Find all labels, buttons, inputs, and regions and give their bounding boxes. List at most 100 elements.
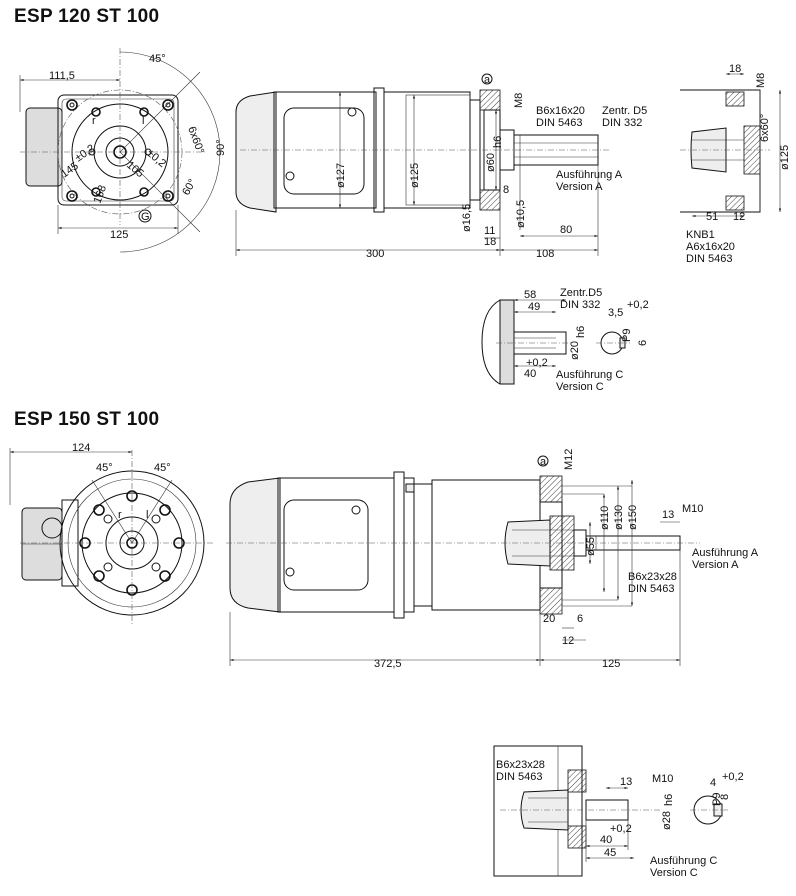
esp150-front-view: [9, 448, 215, 625]
esp150-mark-r: r: [118, 509, 122, 521]
esp120-dim-d10-5: ø10,5: [515, 200, 527, 228]
esp120-holes: 6x60°: [185, 125, 206, 156]
esp150-dim-13: 13: [662, 509, 674, 521]
vc120-dim-h6: h6: [575, 326, 587, 338]
knb-holes: 6x60°: [759, 114, 771, 142]
esp120-dim-108: 108: [536, 248, 554, 260]
esp120-angle-45: 45°: [149, 53, 166, 65]
esp150-dim-6: 6: [577, 613, 583, 625]
esp150-key-2: DIN 5463: [628, 583, 674, 595]
vc150-ausf-2: Version C: [650, 867, 698, 879]
esp150-dim-125: 125: [602, 658, 620, 670]
esp150-dim-124: 124: [72, 442, 90, 454]
vc150-dim-4: 4: [710, 777, 716, 789]
esp150-ausf-1: Ausführung A: [692, 547, 759, 559]
vc120-dim-d20: ø20: [569, 341, 581, 360]
vc120-zentr-1: Zentr.D5: [560, 287, 602, 299]
vc150-tol2: +0,2: [610, 823, 632, 835]
esp120-dim-125: 125: [110, 229, 128, 241]
esp150-dim-372-5: 372,5: [374, 658, 402, 670]
knb-label-2: A6x16x20: [686, 241, 735, 253]
esp120-dim-111-5: 111,5: [49, 70, 75, 82]
esp120-front-view: [19, 48, 221, 253]
vc150-dim-13: 13: [620, 776, 632, 788]
esp120-dim-168: 168: [92, 184, 110, 205]
esp120-dim-m8: M8: [513, 93, 525, 108]
esp120-dim-18: 18: [484, 236, 496, 248]
esp120-dim-d16-5: ø16,5: [461, 204, 473, 232]
esp150-dim-20: 20: [543, 613, 555, 625]
esp120-key-2: DIN 5463: [536, 117, 582, 129]
vc150-dim-d28: ø28: [661, 811, 673, 830]
esp150-dim-m10: M10: [682, 503, 703, 515]
vc120-tol2: +0,2: [526, 357, 548, 369]
title-esp120: ESP 120 ST 100: [14, 6, 160, 27]
esp120-knb-view: [680, 72, 782, 218]
esp120-mark-l: l: [142, 115, 144, 127]
esp120-angle-90: 90°: [215, 139, 227, 156]
esp120-ausf-1: Ausführung A: [556, 169, 623, 181]
esp150-side-view: [226, 455, 700, 666]
vc120-dim-6: 6: [637, 340, 649, 346]
knb-dim-m8: M8: [755, 73, 767, 88]
vc150-p9: P9: [711, 793, 723, 806]
vc120-dim-40: 40: [524, 368, 536, 380]
vc150-dim-45: 45: [604, 847, 616, 859]
vc150-tol: +0,2: [722, 771, 744, 783]
vc150-key-2: DIN 5463: [496, 771, 542, 783]
esp150-dim-d150: ø150: [627, 505, 639, 530]
knb-dim-18: 18: [729, 63, 741, 75]
esp120-version-c: [481, 298, 630, 385]
esp150-dim-d55: ø55: [585, 537, 597, 556]
esp120-mark-r: r: [92, 115, 96, 127]
esp120-zentr-2: DIN 332: [602, 117, 642, 129]
vc150-ausf-1: Ausführung C: [650, 855, 717, 867]
knb-dim-51: 51: [706, 211, 718, 223]
vc120-ausf-2: Version C: [556, 381, 604, 393]
esp120-tol-145: ±0,2: [73, 142, 97, 164]
esp120-dim-h6: h6: [492, 136, 504, 148]
esp150-angle-45a: 45°: [96, 462, 113, 474]
esp120-mark-g: G: [141, 211, 150, 223]
esp120-dim-d125: ø125: [409, 163, 421, 188]
esp120-side-view: [235, 73, 610, 256]
esp120-zentr-1: Zentr. D5: [602, 105, 647, 117]
vc120-dim-58: 58: [524, 289, 536, 301]
esp150-key-1: B6x23x28: [628, 571, 677, 583]
esp150-dim-m12: M12: [563, 449, 575, 470]
esp120-dim-8: 8: [503, 184, 509, 196]
vc120-p9: P9: [621, 329, 633, 342]
vc120-dim-49: 49: [528, 301, 540, 313]
esp150-mark-a: a: [540, 456, 547, 468]
vc150-dim-8: 8: [719, 794, 731, 800]
vc120-dim-3-5: 3,5: [608, 307, 623, 319]
vc150-key-1: B6x23x28: [496, 759, 545, 771]
vc150-dim-h6: h6: [663, 794, 675, 806]
esp120-dim-d127: ø127: [335, 163, 347, 188]
vc120-zentr-2: DIN 332: [560, 299, 600, 311]
esp150-mark-l: l: [146, 509, 148, 521]
esp120-ausf-2: Version A: [556, 181, 603, 193]
title-esp150: ESP 150 ST 100: [14, 409, 160, 430]
knb-label-1: KNB1: [686, 229, 715, 241]
esp150-version-c: [493, 745, 728, 877]
esp150-dim-12: 12: [562, 635, 574, 647]
esp120-dim-80: 80: [560, 224, 572, 236]
esp120-tol-105: ±0,2: [144, 147, 168, 170]
esp120-key-1: B6x16x20: [536, 105, 585, 117]
knb-dim-d125: ø125: [779, 145, 791, 170]
vc120-tol: +0,2: [627, 299, 649, 311]
esp120-mark-a: a: [484, 74, 491, 86]
esp150-angle-45b: 45°: [154, 462, 171, 474]
esp120-dim-d60: ø60: [485, 153, 497, 172]
esp120-dim-11: 11: [484, 225, 495, 237]
esp150-dim-d110: ø110: [599, 506, 611, 530]
esp150-dim-d130: ø130: [613, 505, 625, 530]
knb-label-3: DIN 5463: [686, 253, 732, 265]
vc120-ausf-1: Ausführung C: [556, 369, 623, 381]
vc150-dim-40: 40: [600, 834, 612, 846]
knb-dim-12: 12: [733, 211, 745, 223]
esp120-dim-300: 300: [366, 248, 384, 260]
esp150-ausf-2: Version A: [692, 559, 739, 571]
